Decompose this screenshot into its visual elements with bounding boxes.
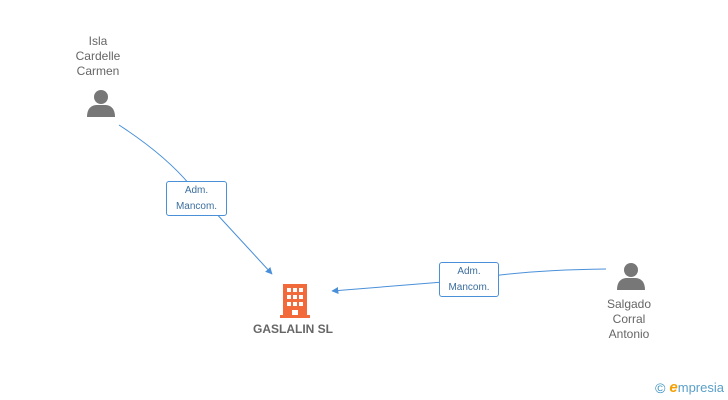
person-name-salgado-corral-antonio[interactable]: Salgado Corral Antonio bbox=[606, 297, 652, 341]
copyright-icon: © bbox=[655, 379, 666, 396]
company-name-gaslalin[interactable]: GASLALIN SL bbox=[253, 322, 333, 336]
person-icon[interactable] bbox=[616, 261, 646, 291]
empresia-watermark: © empresia bbox=[655, 379, 724, 396]
relationship-label-adm-mancom[interactable]: Adm. Mancom. bbox=[166, 181, 227, 216]
relationship-label-adm-mancom[interactable]: Adm. Mancom. bbox=[439, 262, 499, 297]
person-name-isla-cardelle-carmen[interactable]: Isla Cardelle Carmen bbox=[75, 34, 121, 78]
brand-logo: empresia bbox=[669, 379, 724, 396]
building-icon[interactable] bbox=[280, 284, 310, 318]
person-icon[interactable] bbox=[86, 88, 116, 118]
